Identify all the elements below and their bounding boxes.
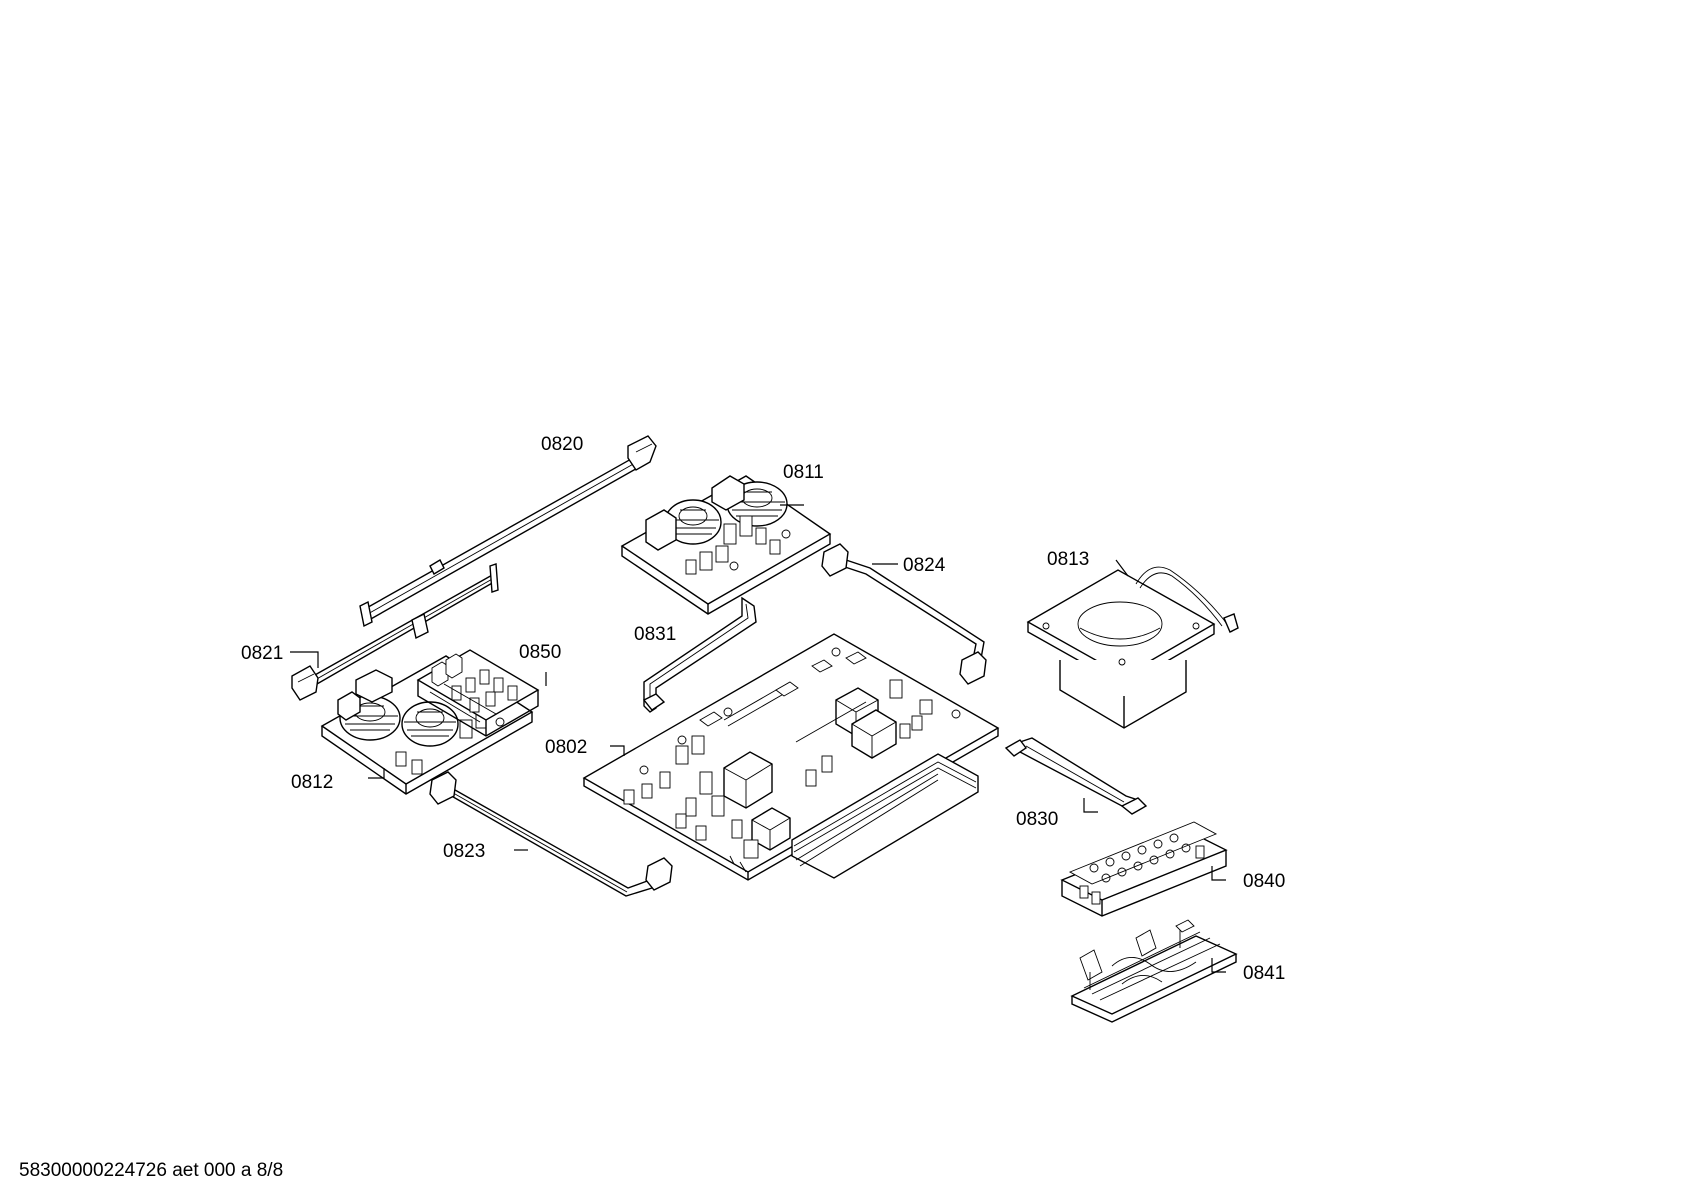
label-0802: 0802 — [545, 737, 587, 758]
part-0841-frame — [1070, 919, 1238, 1023]
label-0823: 0823 — [443, 841, 485, 862]
label-0830: 0830 — [1016, 809, 1058, 830]
label-0811: 0811 — [783, 462, 824, 483]
part-0820-wire-harness — [359, 435, 657, 628]
part-0840-control-board — [1060, 821, 1228, 917]
part-0802-main-board — [582, 633, 1000, 881]
part-0821-wire-harness — [291, 563, 499, 701]
document-footer-id: 58300000224726 aet 000 a 8/8 — [19, 1160, 283, 1181]
part-0823-cable — [429, 771, 673, 897]
leader-lines — [290, 504, 1226, 973]
label-0813: 0813 — [1047, 549, 1089, 570]
label-0820: 0820 — [541, 434, 583, 455]
part-0811-filter-board — [620, 475, 832, 615]
label-0841: 0841 — [1243, 963, 1285, 984]
label-0831: 0831 — [634, 624, 676, 645]
part-0830-flat-cable — [1004, 737, 1148, 815]
label-0824: 0824 — [903, 555, 946, 576]
part-0813-fan — [1026, 566, 1239, 729]
part-0850-terminal-block — [416, 649, 540, 737]
label-0821: 0821 — [241, 643, 283, 664]
label-0840: 0840 — [1243, 871, 1285, 892]
part-labels: 0820 0811 0824 0813 0831 0821 0850 0802 … — [241, 434, 1285, 984]
label-0850: 0850 — [519, 642, 561, 663]
label-0812: 0812 — [291, 772, 333, 793]
part-0831-flat-cable — [642, 596, 757, 713]
part-0824-cable — [821, 543, 987, 685]
